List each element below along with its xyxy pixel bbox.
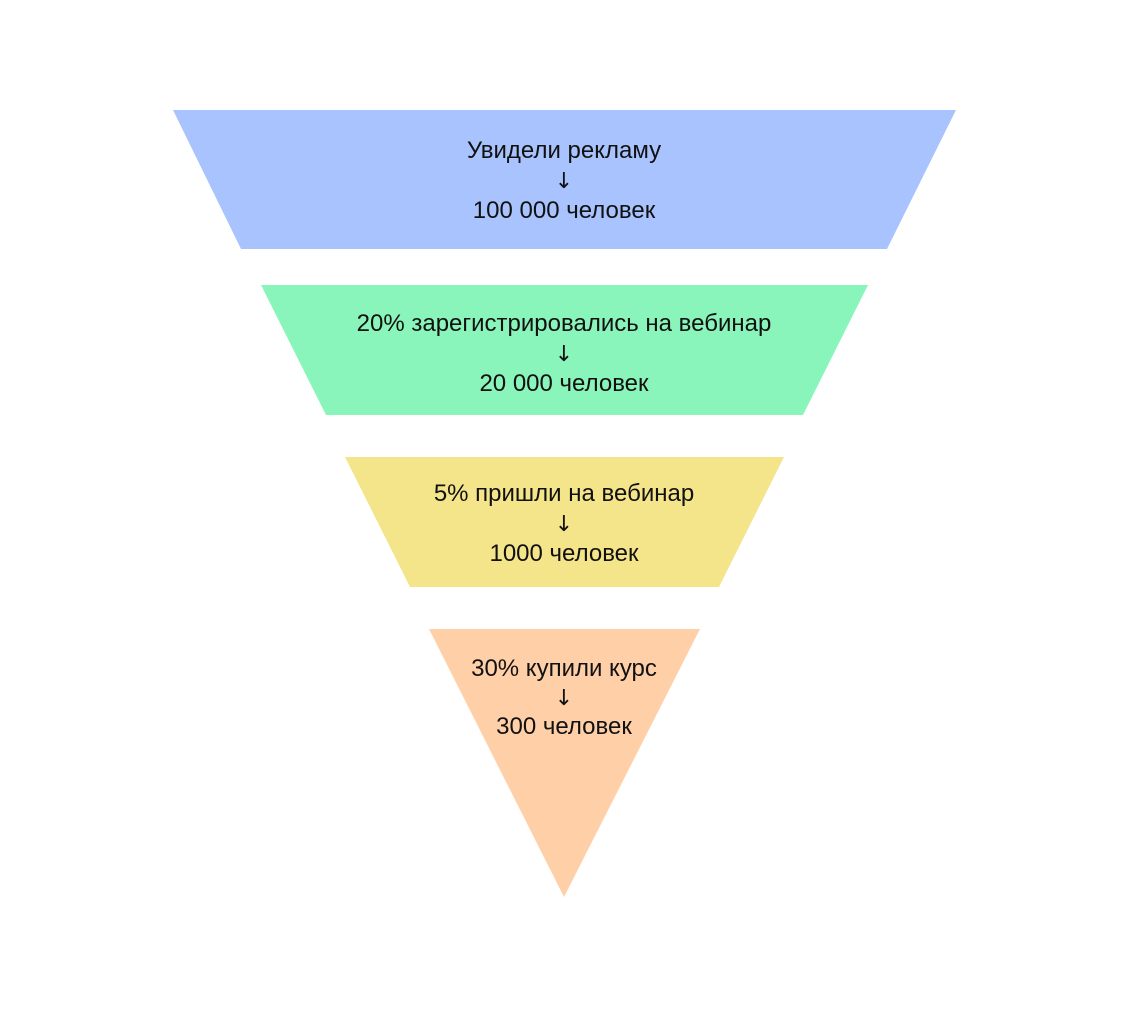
funnel-stage-3-label: 5% пришли на вебинар (434, 480, 694, 507)
funnel-stage-2-count: 20 000 человек (479, 370, 649, 397)
funnel-stage-3-shape (345, 457, 784, 587)
funnel-stage-1-arrow: ↓ (555, 169, 573, 194)
funnel-stage-2: 20% зарегистрировались на вебинар ↓ 20 0… (261, 285, 868, 415)
funnel-stage-1-label: Увидели рекламу (467, 137, 661, 164)
funnel-stage-4-label: 30% купили курс (471, 655, 657, 682)
funnel-stage-1-count: 100 000 человек (473, 197, 656, 224)
funnel-stage-1-shape (173, 110, 956, 249)
funnel-stage-3: 5% пришли на вебинар ↓ 1000 человек (345, 457, 784, 587)
funnel-stage-3-count: 1000 человек (489, 540, 639, 567)
funnel-stage-4-shape (429, 629, 700, 897)
funnel-stage-1: Увидели рекламу ↓ 100 000 человек (173, 110, 956, 249)
funnel-stage-2-shape (261, 285, 868, 415)
funnel-stage-2-label: 20% зарегистрировались на вебинар (357, 310, 772, 337)
funnel-stage-4: 30% купили курс ↓ 300 человек (429, 629, 700, 897)
funnel-stage-4-arrow: ↓ (555, 686, 573, 711)
funnel-stage-2-arrow: ↓ (555, 342, 573, 367)
funnel-stage-4-count: 300 человек (496, 713, 632, 740)
funnel-stage-3-arrow: ↓ (555, 512, 573, 537)
